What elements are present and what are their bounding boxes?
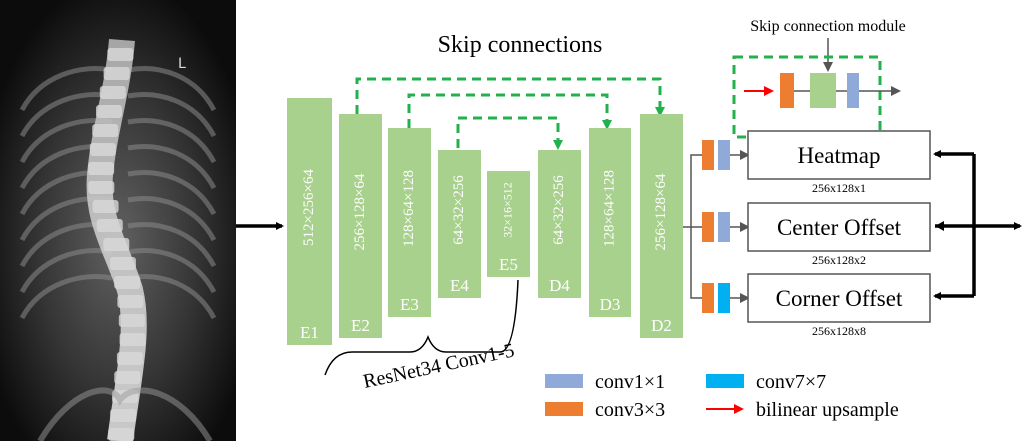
module-conv3x3: [780, 73, 794, 108]
legend-swatch: [706, 374, 744, 388]
block-rect: [487, 171, 530, 277]
block-dims: 512×256×64: [301, 169, 317, 246]
skip-connection-e4-d4: [456, 116, 563, 150]
head-conv3x3: [702, 140, 714, 170]
legend-item-conv3-3: conv3×3: [545, 399, 665, 421]
block-id: E2: [351, 316, 370, 335]
block-dims: 32×16×512: [500, 182, 514, 238]
legend-swatch: [545, 402, 583, 416]
head-name: Center Offset: [777, 215, 902, 240]
block-dims: 128×64×128: [401, 170, 417, 247]
legend-label: conv3×3: [595, 399, 665, 421]
head-corner-offset: Corner Offset 256x128x8: [702, 273, 931, 338]
head-size: 256x128x2: [812, 253, 866, 267]
skip-connection-module: Skip connection module: [732, 18, 906, 139]
block-id: E4: [450, 276, 469, 295]
head-center-offset: Center Offset 256x128x2: [702, 202, 931, 267]
head-box: [747, 130, 931, 180]
head-conv3x3: [702, 212, 714, 242]
legend-swatch: [545, 374, 583, 388]
module-conv1x1: [847, 73, 859, 108]
encoder-group-label: ResNet34 Conv1-5: [361, 339, 516, 393]
block-rect: [438, 150, 481, 298]
xray-image: L: [0, 0, 236, 441]
legend-item-bilinear-upsample: bilinear upsample: [706, 399, 899, 421]
legend-label: conv1×1: [595, 371, 665, 393]
legend-label: bilinear upsample: [756, 399, 899, 421]
head-conv-out: [718, 212, 730, 242]
module-frame: [732, 55, 882, 139]
legend-item-conv7-7: conv7×7: [706, 371, 826, 393]
block-dims: 64×32×256: [451, 175, 467, 245]
skip-connections: [355, 77, 665, 150]
block-rect: [287, 98, 332, 345]
head-conv-out: [718, 140, 730, 170]
legend-item-conv1-1: conv1×1: [545, 371, 665, 393]
block-rect: [640, 114, 683, 338]
head-box: [747, 273, 931, 323]
head-size: 256x128x1: [812, 181, 866, 195]
head-box: [747, 202, 931, 252]
block-dims: 128×64×128: [601, 170, 617, 247]
svg-text:L: L: [178, 56, 186, 72]
block-id: D2: [651, 316, 672, 335]
block-id: E5: [499, 255, 518, 274]
skip-connection-e3-d3: [407, 93, 612, 130]
block-rect: [589, 128, 631, 317]
head-size: 256x128x8: [812, 324, 866, 338]
head-conv3x3: [702, 283, 714, 313]
block-dims: 256×128×64: [653, 173, 669, 250]
block-id: E3: [400, 295, 419, 314]
head-name: Corner Offset: [776, 286, 903, 311]
legend-label: conv7×7: [756, 371, 826, 393]
skip-connection-e2-d2: [355, 77, 665, 117]
head-heatmap: Heatmap 256x128x1: [702, 130, 931, 195]
block-rect: [388, 128, 431, 317]
block-id: E1: [300, 323, 319, 342]
block-rect: [538, 150, 581, 298]
block-id: D3: [600, 295, 621, 314]
head-name: Heatmap: [797, 143, 880, 168]
block-dims: 64×32×256: [551, 175, 567, 245]
block-id: D4: [549, 276, 570, 295]
block-rect: [339, 114, 382, 338]
diagram-title: Skip connections: [438, 32, 603, 58]
head-conv-out: [718, 283, 730, 313]
block-dims: 256×128×64: [352, 173, 368, 250]
head-connectors: [683, 154, 702, 299]
output-bracket: [933, 150, 1022, 300]
network-blocks: 512×256×64E1256×128×64E2128×64×128E364×3…: [287, 98, 683, 345]
legend: conv1×1 conv3×3 conv7×7 bilinear upsample: [545, 371, 899, 421]
module-feature-block: [810, 73, 836, 108]
module-title: Skip connection module: [750, 18, 906, 35]
encoder-brace: [324, 279, 519, 376]
